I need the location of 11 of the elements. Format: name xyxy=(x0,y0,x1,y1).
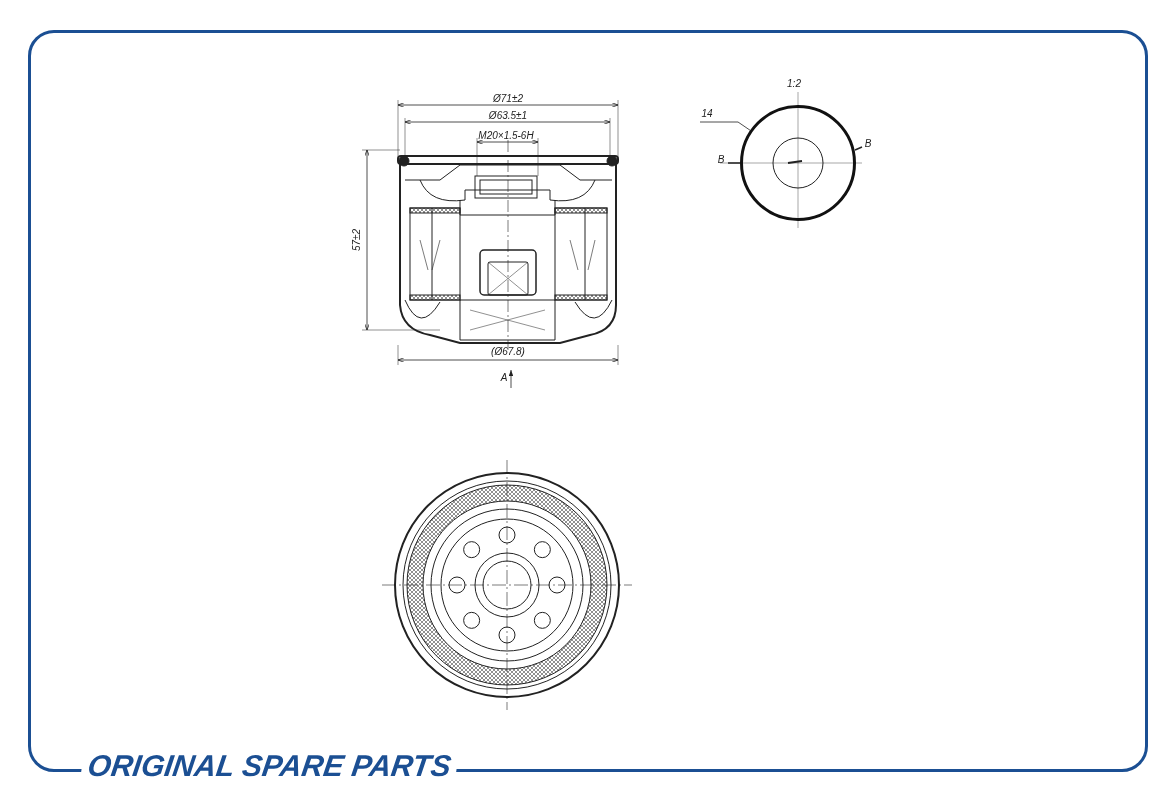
dimension-label: Ø71±2 xyxy=(493,94,523,104)
filter-outline-circle xyxy=(740,105,856,221)
dimension-label: B xyxy=(717,155,725,165)
dimension-label: A xyxy=(500,373,508,383)
dimension-label: 1:2 xyxy=(787,79,801,89)
dimension-label: M20×1.5-6H xyxy=(478,131,534,141)
dimension-label: Ø63.5±1 xyxy=(488,111,528,121)
dimension-label: 57±2 xyxy=(352,228,362,252)
dimension-label: (Ø67.8) xyxy=(491,347,525,357)
leader-line xyxy=(699,121,751,131)
callout-number: 14 xyxy=(700,108,714,120)
